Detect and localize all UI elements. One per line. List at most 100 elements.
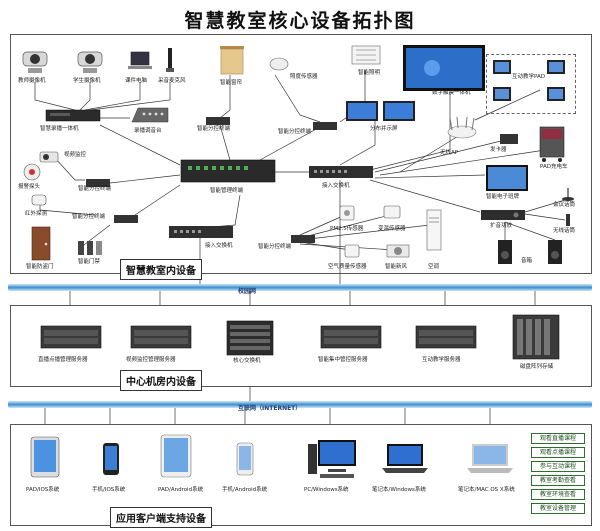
feature-item: 教室考勤查看 [531, 475, 585, 486]
android-pad-icon [160, 434, 192, 482]
feature-item: 教室设备管理 [531, 503, 585, 514]
console-icon [130, 104, 170, 130]
alarm-label: 报警探头 [18, 184, 41, 190]
pm25-icon [338, 204, 356, 226]
student-camera-icon [75, 46, 105, 80]
android-phone-icon [236, 442, 254, 480]
infrared-icon [28, 193, 50, 213]
server-3-label: 智能集中管控服务器 [318, 357, 368, 363]
amplifier-label: 扩音功放 [490, 223, 513, 229]
smart-light-icon [350, 42, 382, 72]
ctrl-terminal-1-icon [205, 112, 231, 131]
speaker-label: 音箱 [521, 258, 533, 264]
access-switch-2-icon [168, 224, 234, 244]
iphone-label: 手机/IOS系统 [92, 487, 126, 493]
recorder-icon [45, 108, 101, 128]
ctrl-terminal-3-icon [113, 210, 139, 229]
temp-sensor-label: 变温传感器 [378, 226, 406, 232]
touch-display-label: 数字触摸一体机 [432, 90, 471, 96]
teacher-camera-icon [20, 46, 50, 80]
android-phone-label: 手机/Android系统 [222, 487, 268, 493]
door-lock-icon [75, 238, 105, 262]
split-screen-label: 分布并示屏 [370, 126, 398, 132]
ipad-icon [30, 436, 60, 482]
server-4-label: 互动教学服务器 [422, 357, 461, 363]
wireless-mic-label: 无线话筒 [553, 228, 576, 234]
campus-network-bus [8, 284, 592, 291]
curtain-icon [218, 44, 246, 80]
touch-display-icon [402, 44, 486, 100]
mic-icon [162, 46, 178, 80]
infrared-label: 红外探测 [25, 211, 48, 217]
server-3-icon [320, 322, 382, 356]
ctrl-terminal-4-icon [290, 230, 316, 249]
iphone-icon [102, 442, 120, 480]
diagram-title: 智慧教室核心设备拓扑图 [184, 10, 416, 32]
card-reader-icon [498, 131, 520, 150]
air-sensor-icon [343, 243, 361, 263]
core-switch-icon [226, 320, 274, 360]
light-sensor-label: 照度传感器 [290, 74, 318, 80]
laptop-mac-label: 笔记本/MAC OS X系统 [458, 487, 515, 493]
amplifier-icon [480, 207, 526, 226]
ap-label: 无线AP [440, 150, 459, 156]
teacher-camera-label: 教师摄像机 [18, 78, 46, 84]
video-monitor-icon [38, 148, 64, 170]
internet-bus [8, 401, 592, 408]
laptop-win-icon [380, 442, 430, 480]
internet-label: 互联网（INTERNET） [238, 405, 302, 412]
campus-network-label: 校园网 [238, 288, 257, 295]
laptop-mac-icon [465, 442, 515, 480]
feature-item: 观看直播课程 [531, 433, 585, 444]
curtain-label: 智能窗帘 [220, 80, 243, 86]
pad-group-box [486, 54, 576, 114]
door-lock-label: 智能门禁 [78, 259, 101, 265]
pc-icon [306, 438, 358, 484]
server-1-icon [40, 322, 102, 356]
console-label: 录播调音台 [134, 128, 162, 134]
ipad-label: PAD/IOS系统 [26, 487, 60, 493]
temp-sensor-icon [382, 204, 402, 226]
smart-terminal-label: 智能分控终端 [78, 186, 112, 192]
gateway-label: 智能管理终端 [210, 188, 244, 194]
smart-screen-icon [485, 164, 529, 196]
smart-door-label: 智能防盗门 [26, 264, 54, 270]
ctrl-terminal-3-label: 智能分控终端 [72, 214, 106, 220]
fresh-air-label: 智能新风 [385, 264, 408, 270]
speaker-left-icon [496, 238, 514, 270]
core-switch-label: 核心交换机 [233, 358, 261, 364]
server-1-label: 直播点播管理服务器 [38, 357, 88, 363]
ap-icon [445, 116, 479, 144]
access-switch-1-icon [308, 164, 374, 184]
clients-region-label: 应用客户端支持设备 [110, 507, 212, 528]
fresh-air-icon [385, 242, 411, 264]
pad-cart-label: PAD充电车 [540, 164, 568, 170]
feature-item: 观看点播课程 [531, 447, 585, 458]
aircon-icon [425, 208, 443, 256]
server-2-label: 视频监控管理服务器 [126, 357, 176, 363]
light-sensor-icon [268, 54, 290, 76]
wireless-mic-icon [560, 212, 576, 232]
split-screen-icon [345, 100, 417, 126]
ctrl-terminal-1-label: 智能分控终端 [197, 126, 231, 132]
ctrl-terminal-2-icon [312, 117, 338, 136]
laptop-win-label: 笔记本/Windows系统 [372, 487, 426, 493]
alarm-icon [20, 162, 44, 186]
card-reader-label: 发卡器 [490, 147, 507, 153]
datacenter-region [10, 305, 592, 387]
meeting-mic-label: 会议话筒 [553, 202, 576, 208]
storage-label: 磁盘阵列存储 [520, 364, 554, 370]
recorder-label: 智慧录播一体机 [40, 126, 79, 132]
laptop-label: 课件电脑 [125, 78, 148, 84]
pad-cart-icon [538, 125, 566, 167]
student-camera-label: 学生摄像机 [73, 78, 101, 84]
video-monitor-label: 视频监控 [64, 152, 87, 158]
access-switch-1-label: 接入交换机 [322, 183, 350, 189]
smart-screen-label: 智能电子班牌 [486, 194, 520, 200]
meeting-mic-icon [560, 186, 576, 206]
pc-label: PC/Windows系统 [304, 487, 349, 493]
pad-group-label: 互动教学PAD [512, 74, 545, 80]
gateway-icon [180, 158, 276, 190]
ctrl-terminal-4-label: 智能分控终端 [258, 244, 292, 250]
